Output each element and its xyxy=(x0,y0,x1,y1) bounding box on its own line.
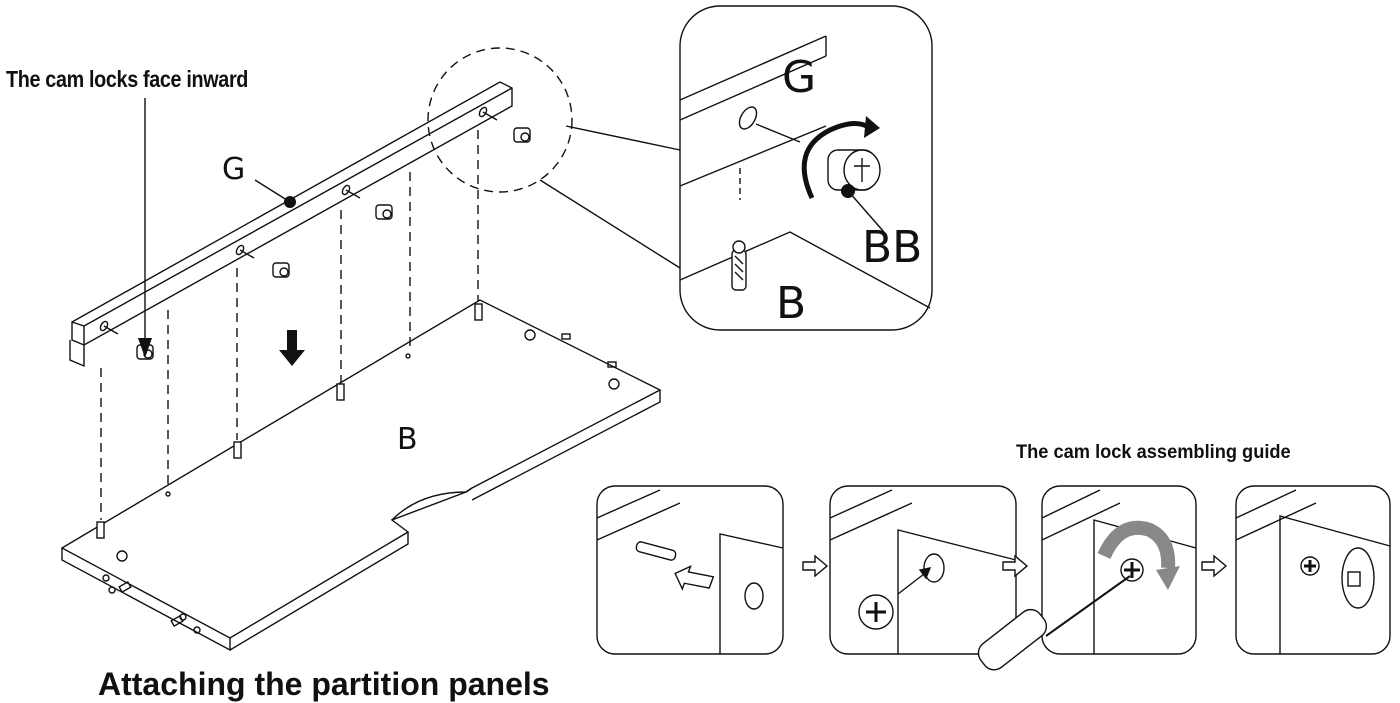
step-2-insert-cam-lock xyxy=(829,485,1017,655)
detail-label-bb: BB xyxy=(862,222,923,273)
step-1-insert-bolt xyxy=(596,485,784,655)
guide-title: The cam lock assembling guide xyxy=(1016,442,1291,463)
detail-box xyxy=(679,5,933,331)
magnifier-circle xyxy=(427,47,573,193)
step-arrow-1-icon xyxy=(802,554,829,578)
magnifier-leader-bottom xyxy=(539,179,681,269)
panel-b-label: B xyxy=(397,422,418,457)
g-leader-dot xyxy=(284,196,296,208)
alignment-lines xyxy=(100,130,479,520)
guide-steps xyxy=(596,485,1391,671)
callout-text: The cam locks face inward xyxy=(6,66,249,92)
panel-b-board xyxy=(60,299,662,652)
panel-g-rail xyxy=(69,81,513,368)
g-leader-line xyxy=(254,179,291,203)
magnifier-leader-top xyxy=(565,125,681,151)
section-caption: Attaching the partition panels xyxy=(98,666,550,702)
step-arrow-2-icon xyxy=(1002,554,1029,578)
step-4-locked xyxy=(1235,485,1391,655)
detail-label-g: G xyxy=(782,52,817,103)
step-3-turn-screwdriver xyxy=(977,485,1197,671)
panel-g-label: G xyxy=(222,152,246,187)
callout-arrowhead-icon xyxy=(138,338,152,358)
down-arrow-icon xyxy=(279,330,305,366)
step-arrow-3-icon xyxy=(1201,554,1228,578)
bolts-on-b xyxy=(96,303,483,539)
detail-label-b: B xyxy=(776,278,807,329)
